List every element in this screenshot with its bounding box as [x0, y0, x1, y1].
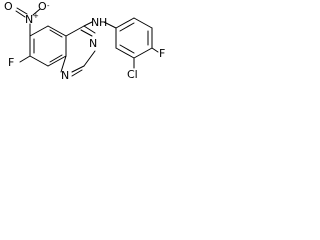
atom-H-amine: H: [99, 16, 107, 29]
atom-N-pyrimidine-upper: N: [89, 37, 97, 50]
atom-O-single: O: [38, 0, 47, 13]
atom-F-right: F: [159, 47, 165, 60]
atom-Cl: Cl: [127, 68, 138, 81]
atom-labels: O N + O - F N N N H F Cl: [4, 0, 165, 82]
atom-N-nitro: N: [25, 13, 33, 26]
atom-N-amine: N: [91, 16, 99, 29]
atom-F-left: F: [8, 56, 14, 69]
atom-O-double: O: [4, 0, 13, 13]
atom-N-pyrimidine-lower: N: [61, 69, 69, 82]
nitro-plus-charge: +: [33, 12, 39, 20]
bonds: [15, 7, 159, 77]
oxygen-minus-charge: -: [47, 2, 50, 10]
chemical-structure: O N + O - F N N N H F Cl: [4, 0, 165, 82]
